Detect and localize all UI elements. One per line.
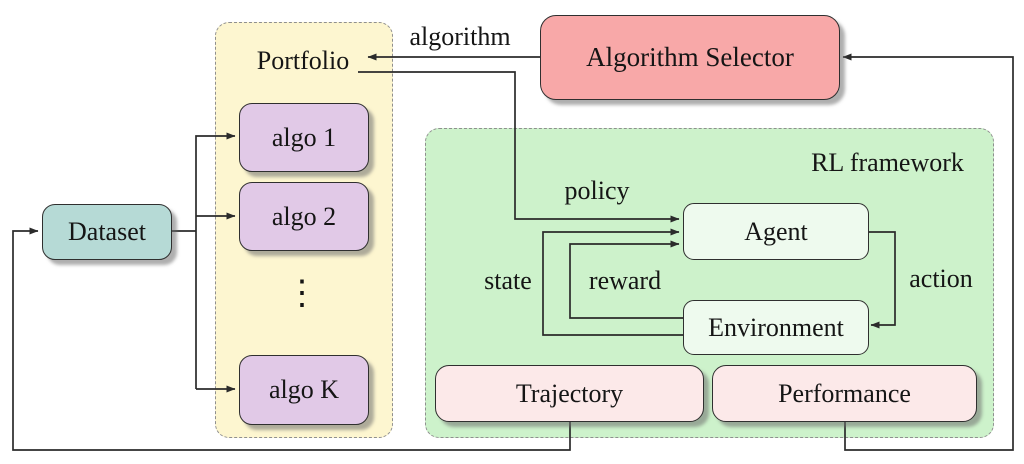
trajectory-node: Trajectory (435, 365, 704, 422)
action-edge-label: action (909, 264, 973, 293)
algorithm-edge-label: algorithm (409, 22, 511, 51)
reward-edge-label: reward (588, 266, 662, 295)
portfolio-group-label: Portfolio (256, 46, 350, 75)
algo-2-label: algo 2 (271, 201, 337, 231)
performance-label: Performance (778, 378, 911, 408)
trajectory-label: Trajectory (515, 378, 624, 408)
policy-edge-label: policy (564, 176, 630, 205)
agent-node: Agent (683, 203, 869, 260)
algorithm-selector-label: Algorithm Selector (586, 42, 794, 72)
environment-label: Environment (708, 312, 844, 342)
portfolio-ellipsis: ⋮ (285, 275, 319, 312)
algo-1-label: algo 1 (271, 122, 337, 152)
algo-k-label: algo K (268, 375, 340, 404)
state-edge-label: state (484, 266, 532, 295)
environment-node: Environment (683, 300, 869, 355)
algo-1-node: algo 1 (239, 103, 369, 172)
dataset-label: Dataset (68, 217, 146, 246)
rl-framework-group-label: RL framework (811, 148, 964, 177)
algo-k-node: algo K (239, 355, 369, 425)
algo-2-node: algo 2 (239, 182, 369, 251)
agent-label: Agent (744, 216, 808, 246)
performance-node: Performance (712, 365, 977, 422)
algorithm-selector-node: Algorithm Selector (540, 15, 840, 100)
dataset-node: Dataset (42, 204, 172, 260)
